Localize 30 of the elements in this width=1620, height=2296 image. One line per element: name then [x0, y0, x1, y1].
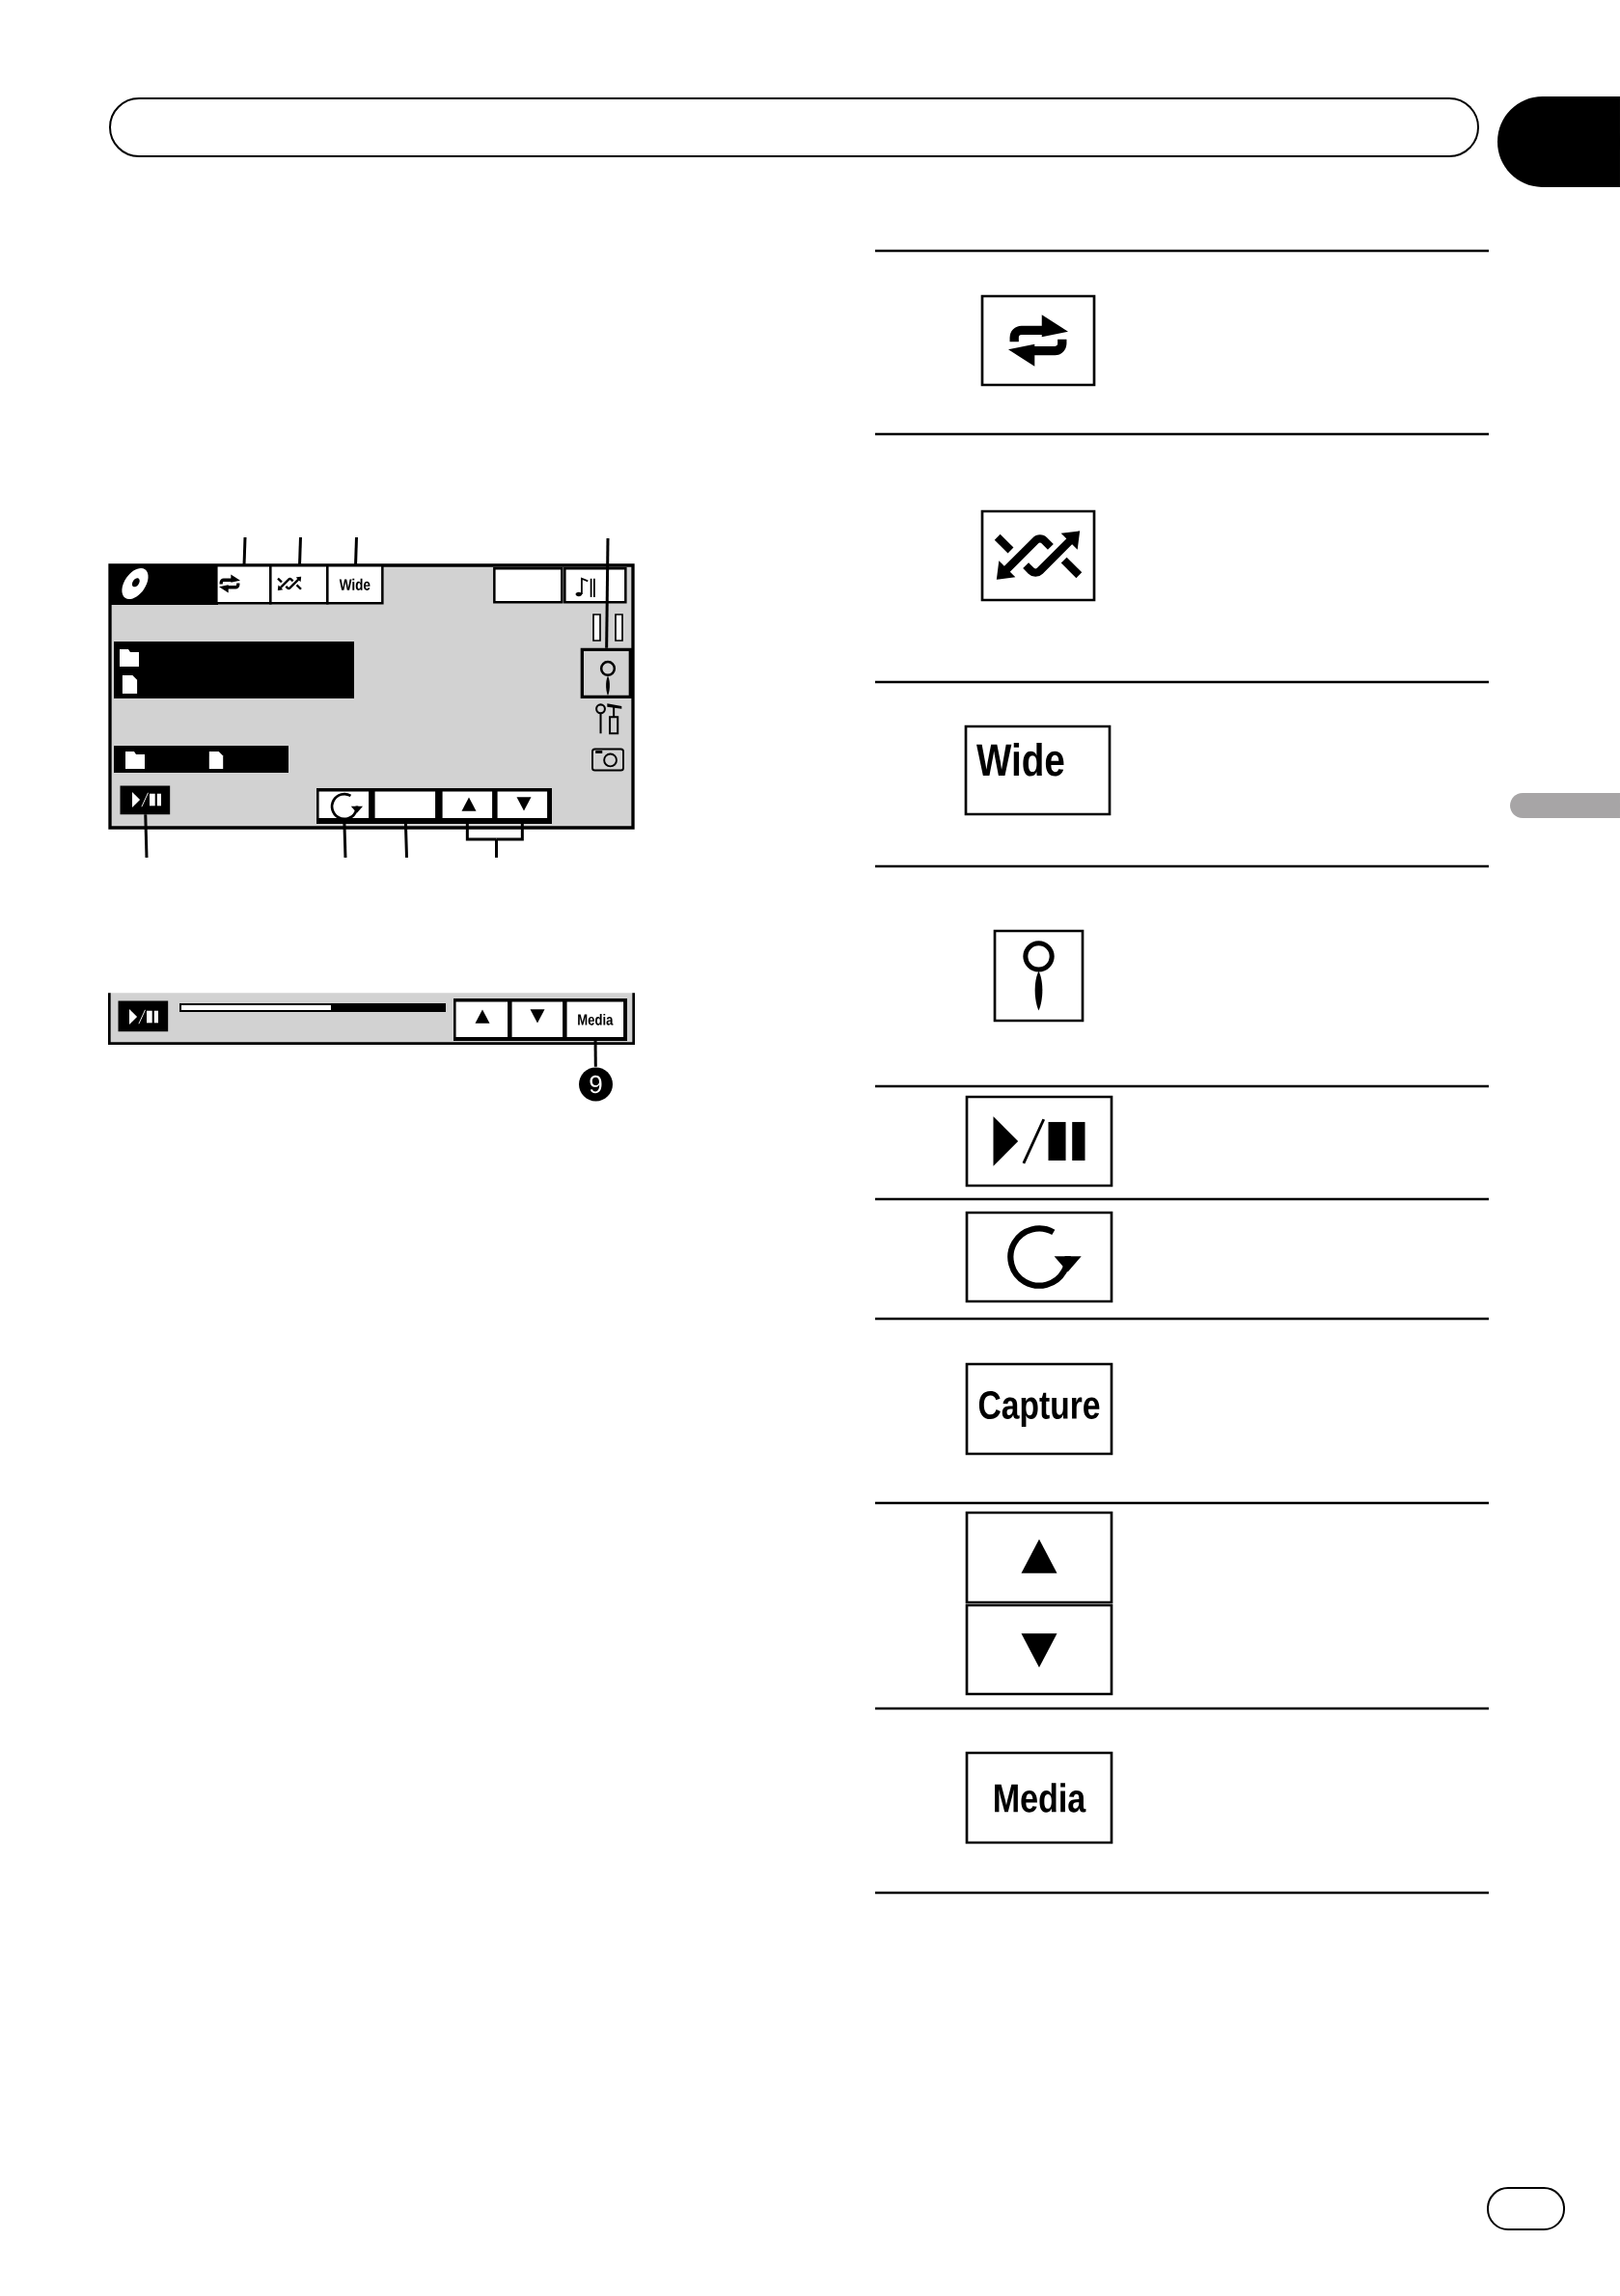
leader-line	[593, 1039, 597, 1067]
button	[965, 1603, 1113, 1696]
callout-number: 9	[579, 1067, 613, 1102]
button	[509, 999, 565, 1040]
button	[965, 1211, 1113, 1303]
button	[372, 789, 438, 821]
button	[495, 789, 550, 821]
chapter-tab	[1497, 96, 1620, 187]
button	[440, 789, 495, 821]
leader-line	[354, 536, 358, 565]
button: Wide	[326, 564, 384, 605]
button	[316, 789, 371, 821]
button	[215, 564, 272, 605]
button	[269, 564, 329, 605]
section-tab	[1510, 793, 1620, 818]
button: Media	[965, 1751, 1113, 1845]
page-number-frame	[1487, 2187, 1565, 2231]
button: Wide	[964, 724, 1112, 816]
button: Capture	[965, 1362, 1113, 1456]
button	[965, 1511, 1113, 1604]
button	[453, 999, 510, 1040]
button	[993, 929, 1085, 1023]
button: Media	[564, 999, 626, 1040]
button	[580, 647, 632, 698]
header-bar	[109, 97, 1479, 157]
leader-line	[144, 814, 149, 859]
leader-line	[298, 536, 302, 565]
button	[493, 567, 563, 604]
leader-line	[242, 536, 247, 565]
button	[563, 567, 627, 604]
